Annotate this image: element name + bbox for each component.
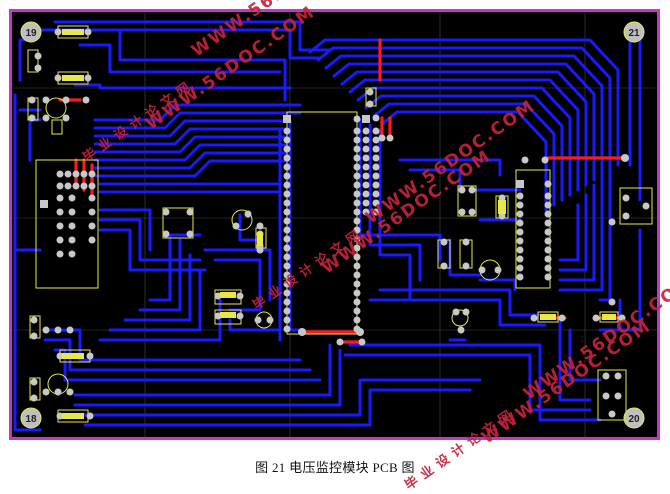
- mounting-hole-bottom-right: 20: [623, 407, 645, 429]
- bottom-layer-traces: [13, 20, 642, 432]
- corner-label-18: 18: [25, 414, 37, 425]
- mounting-hole-top-left: 19: [20, 21, 42, 43]
- figure-caption: 图 21 电压监控模块 PCB 图: [255, 460, 415, 475]
- corner-label-19: 19: [25, 28, 37, 39]
- pcb-layout: 19 21 18 20: [12, 12, 657, 437]
- mounting-hole-top-right: 21: [623, 21, 645, 43]
- corner-label-20: 20: [628, 414, 640, 425]
- mounting-hole-bottom-left: 18: [20, 407, 42, 429]
- ic-pads: [28, 28, 650, 420]
- component-bodies: [62, 29, 616, 419]
- corner-label-21: 21: [628, 28, 640, 39]
